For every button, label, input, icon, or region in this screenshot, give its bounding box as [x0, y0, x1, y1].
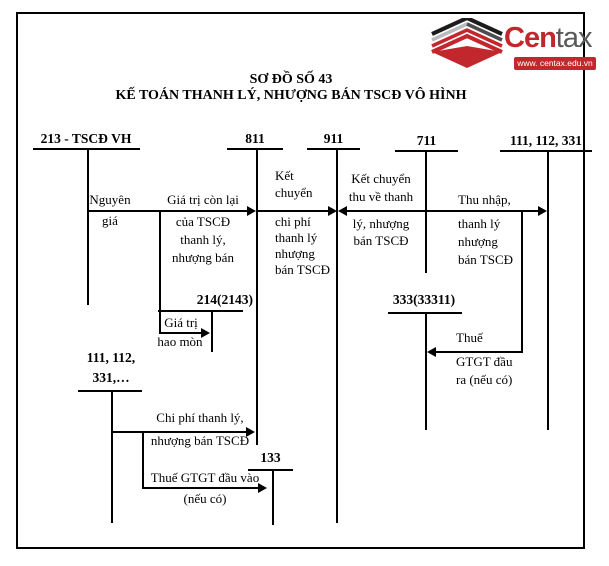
account-111-112-331-left: 111, 112, 331,…	[78, 348, 144, 388]
flow-line-to-214	[159, 332, 201, 334]
label-thu-nhap-bottom: thanh lý nhượng bán TSCĐ	[458, 216, 514, 267]
label-gia-tri-hao-mon-bottom: hao mòn	[157, 334, 203, 349]
centax-logo-wordmark: Centax	[504, 22, 593, 55]
label-thue-gtgt-dau-ra-bottom: GTGT đầu ra (nếu có)	[456, 354, 513, 387]
logo-text-tax: tax	[555, 22, 593, 54]
account-911-tline	[336, 148, 338, 523]
label-gia-tri-hao-mon-top: Giá trị	[164, 315, 198, 330]
flow-line-811-to-911	[258, 210, 329, 212]
account-213-underline	[33, 148, 140, 150]
flow-line-to-133	[142, 487, 259, 489]
account-811-underline	[227, 148, 283, 150]
account-213-tline	[87, 148, 89, 305]
account-811-tline	[256, 148, 258, 445]
flow-branch-111-to-333	[521, 210, 523, 353]
account-711-tline	[425, 150, 427, 273]
account-213-tscd-vh: 213 - TSCĐ VH	[40, 131, 132, 146]
account-111-right-tline	[547, 150, 549, 430]
label-gia-tri-con-lai-top: Giá trị còn lại	[167, 192, 239, 207]
label-thu-nhap-top: Thu nhập,	[458, 192, 511, 207]
arrowhead-into-111-right	[538, 206, 547, 216]
account-214-underline	[158, 310, 243, 312]
account-214-tline	[211, 310, 213, 352]
diagram-frame	[16, 12, 585, 549]
account-333-33311: 333(33311)	[392, 292, 456, 307]
label-gia-tri-con-lai-bottom: của TSCĐ thanh lý, nhượng bán	[172, 214, 234, 265]
label-ket-chuyen-thu-bottom: lý, nhượng bán TSCĐ	[352, 216, 410, 248]
label-thue-gtgt-dau-vao-bottom: (nếu có)	[183, 491, 227, 506]
arrowhead-into-811-lower	[246, 427, 255, 437]
label-ket-chuyen-chi-phi-top: Kết chuyển	[275, 168, 313, 200]
arrowhead-into-133	[258, 483, 267, 493]
arrowhead-into-911-left	[328, 206, 337, 216]
logo-text-cen: Cen	[504, 22, 557, 54]
arrowhead-into-214	[201, 328, 210, 338]
logo-website: www. centax.edu.vn	[514, 57, 596, 70]
account-133-tline	[272, 469, 274, 525]
label-chi-phi-thanh-ly-top: Chi phí thanh lý,	[156, 410, 244, 425]
diagram-subtitle: KẾ TOÁN THANH LÝ, NHƯỢNG BÁN TSCĐ VÔ HÌN…	[115, 88, 467, 103]
label-nguyen-gia-top: Nguyên	[89, 192, 131, 207]
label-nguyen-gia-bottom: giá	[102, 213, 118, 228]
flow-branch-111-to-133	[142, 431, 144, 489]
diagram-title: SƠ ĐỒ SỐ 43	[249, 72, 333, 87]
account-111-left-tline	[111, 390, 113, 523]
account-811: 811	[245, 131, 265, 146]
flow-line-213-to-811	[88, 210, 248, 212]
arrowhead-into-811	[247, 206, 256, 216]
account-133-underline	[248, 469, 293, 471]
flow-line-111-left-to-811	[113, 431, 247, 433]
account-111-left-line1: 111, 112,	[86, 350, 136, 365]
centax-logo: Centax www. centax.edu.vn	[428, 16, 600, 74]
arrowhead-into-333	[427, 347, 436, 357]
account-911-underline	[307, 148, 360, 150]
label-thue-gtgt-dau-vao-top: Thuế GTGT đầu vào	[150, 470, 260, 485]
account-111-left-underline	[78, 390, 142, 392]
label-thue-gtgt-dau-ra-top: Thuế	[456, 330, 483, 345]
flow-line-711-to-911	[347, 210, 425, 212]
account-711: 711	[416, 133, 437, 148]
arrowhead-into-911-right	[338, 206, 347, 216]
account-111-112-331-right: 111, 112, 331	[509, 133, 582, 148]
centax-logo-icon	[431, 18, 503, 68]
label-ket-chuyen-chi-phi-bottom: chi phí thanh lý nhượng bán TSCĐ	[275, 214, 331, 277]
account-333-tline	[425, 312, 427, 430]
label-ket-chuyen-thu-top: Kết chuyển thu về thanh	[348, 171, 414, 204]
flow-branch-213-to-214	[159, 210, 161, 333]
account-133: 133	[260, 450, 281, 465]
flow-line-711-to-111	[427, 210, 539, 212]
flow-line-to-333	[436, 351, 522, 353]
account-111-left-line2: 331,…	[92, 370, 130, 385]
account-111-right-underline	[500, 150, 592, 152]
account-214-2143: 214(2143)	[196, 292, 253, 307]
account-911: 911	[323, 131, 344, 146]
label-chi-phi-thanh-ly-bottom: nhượng bán TSCĐ	[150, 433, 250, 448]
